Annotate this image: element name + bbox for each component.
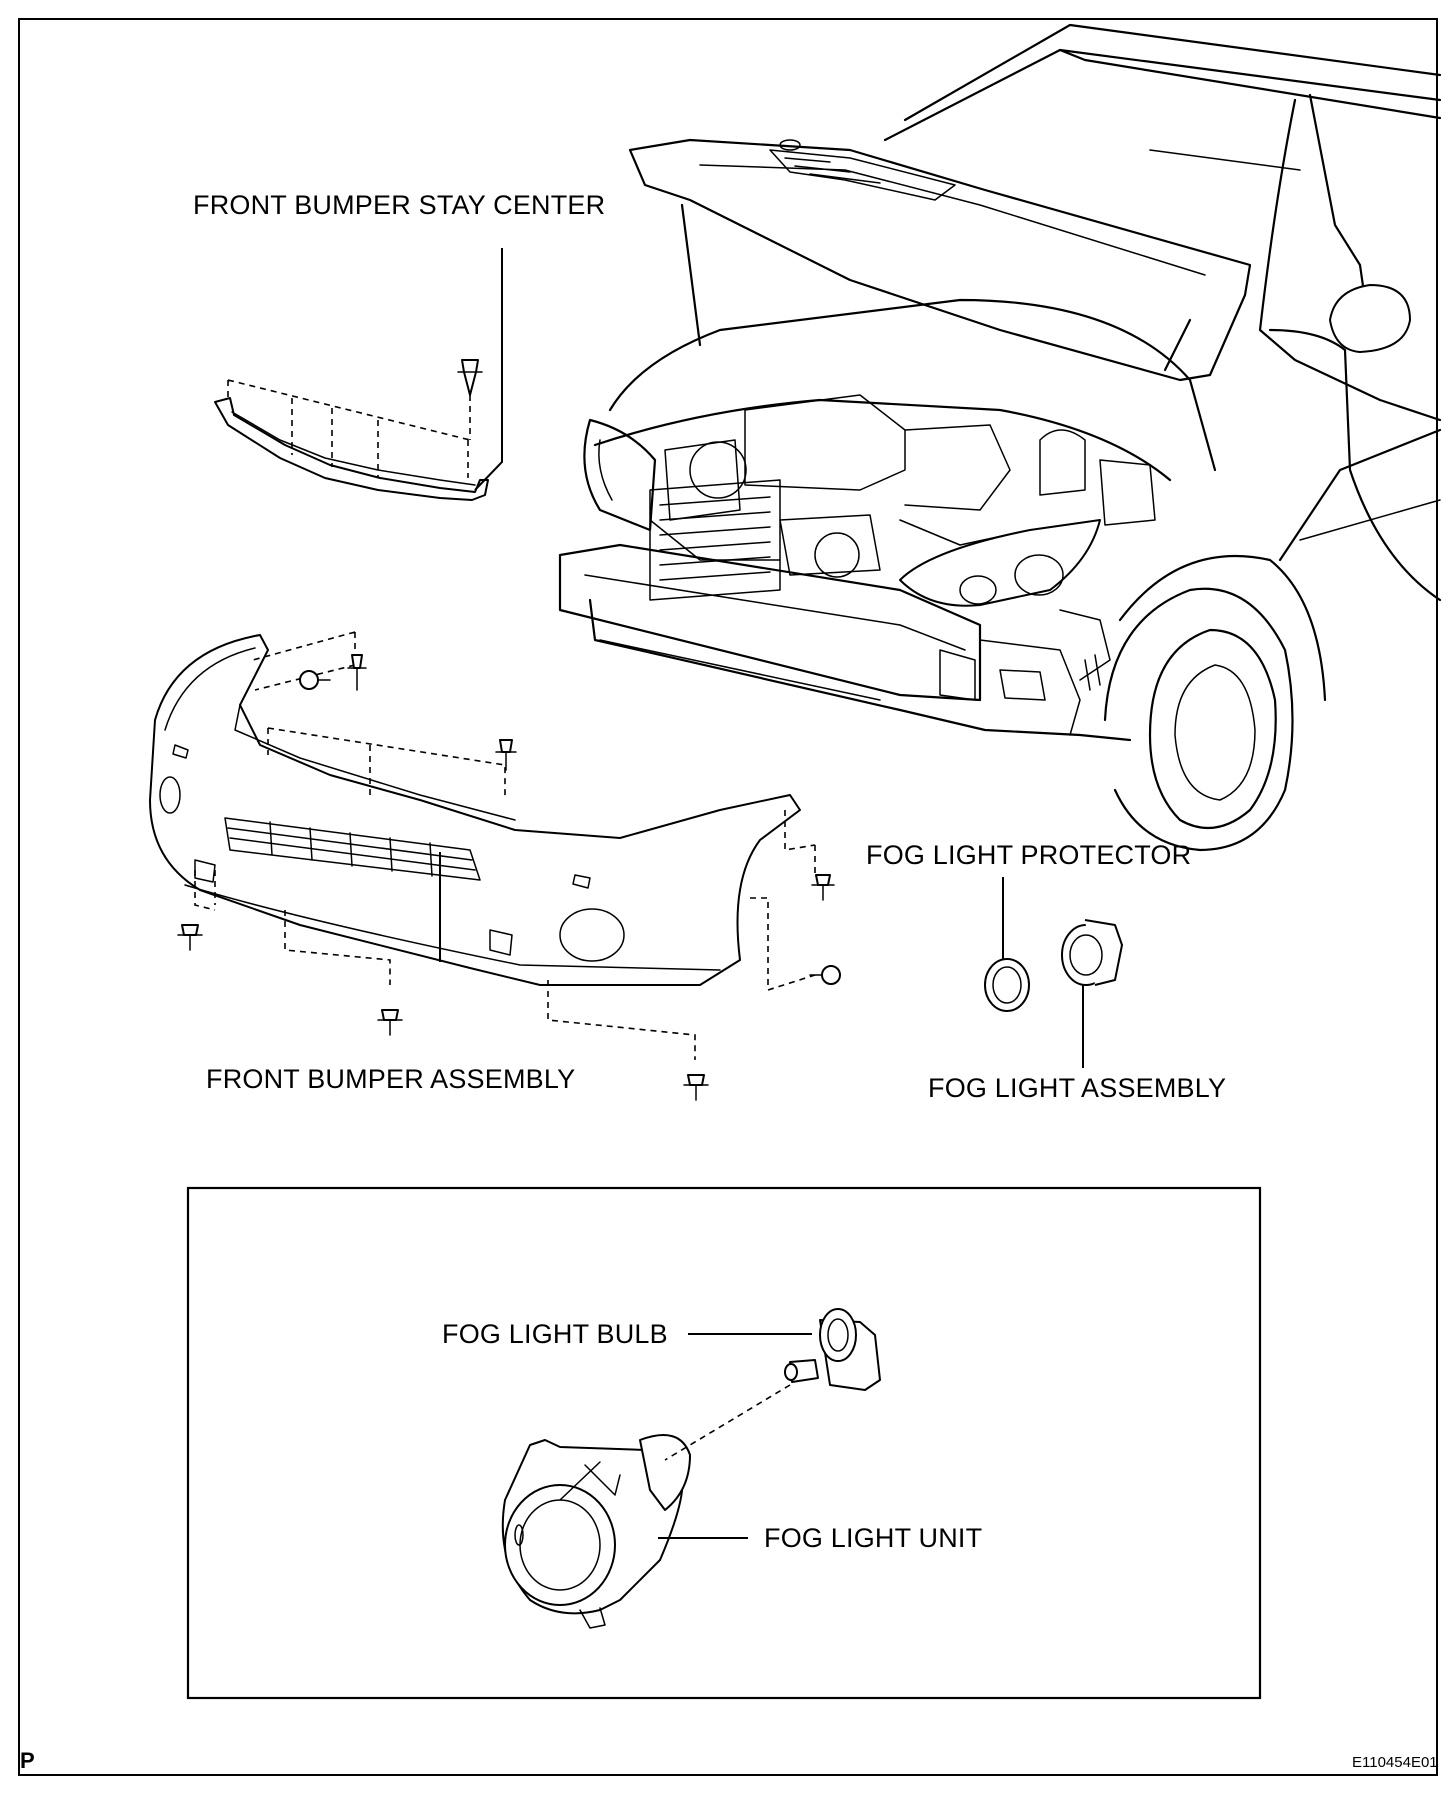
front-bumper-assembly-part	[149, 631, 841, 1101]
figure-code: E110454E01	[1352, 1754, 1438, 1771]
label-fog-light-bulb: FOG LIGHT BULB	[442, 1319, 668, 1349]
front-bumper-stay-center-part	[214, 359, 489, 501]
page-mark: P	[20, 1748, 35, 1773]
label-fog-light-assembly: FOG LIGHT ASSEMBLY	[928, 1073, 1227, 1103]
vehicle-illustration	[558, 23, 1442, 852]
label-fog-light-unit: FOG LIGHT UNIT	[764, 1523, 983, 1553]
detail-inset-box	[186, 1186, 1262, 1700]
fog-light-protector-part	[984, 958, 1030, 1012]
bulb-insertion-line	[664, 1384, 791, 1461]
fog-light-bulb-part	[784, 1308, 881, 1391]
label-front-bumper-assembly: FRONT BUMPER ASSEMBLY	[206, 1064, 576, 1094]
label-fog-light-protector: FOG LIGHT PROTECTOR	[866, 840, 1192, 870]
diagram-frame	[18, 18, 1438, 1776]
leader-lines	[439, 248, 1084, 1539]
fog-light-unit-part	[501, 1434, 691, 1629]
label-front-bumper-stay-center: FRONT BUMPER STAY CENTER	[193, 190, 606, 220]
fog-light-assembly-part	[1061, 919, 1123, 986]
